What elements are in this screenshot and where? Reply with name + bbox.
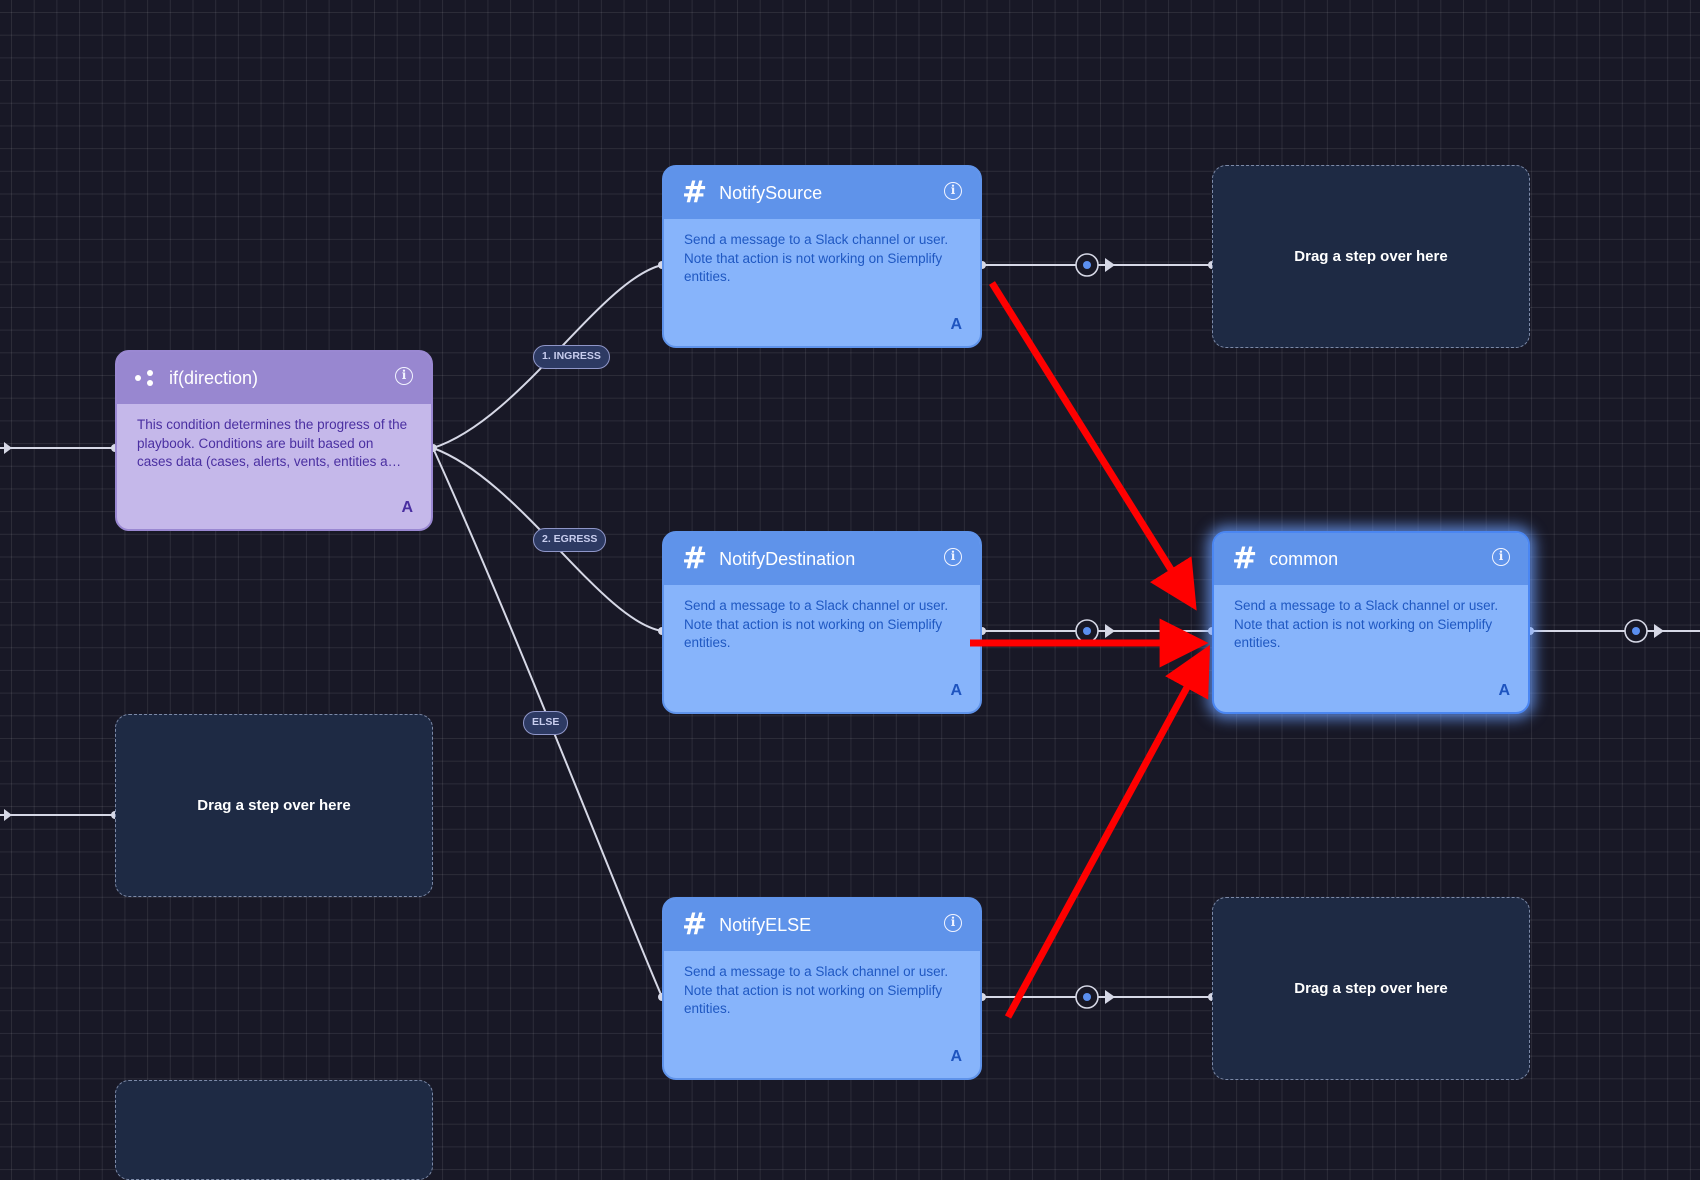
node-header: # NotifyDestination i	[664, 533, 980, 585]
info-icon[interactable]: i	[944, 914, 962, 932]
add-step-connector	[1075, 985, 1115, 1009]
drop-zone-placeholder[interactable]: Drag a step over here	[1212, 897, 1530, 1080]
node-title: if(direction)	[169, 367, 259, 388]
node-header: # common i	[1214, 533, 1528, 585]
node-description: Send a message to a Slack channel or use…	[684, 964, 949, 1016]
add-step-connector	[4, 442, 12, 821]
node-header: # NotifyELSE i	[664, 899, 980, 951]
branch-label-egress[interactable]: 2. EGRESS	[533, 528, 607, 552]
info-icon[interactable]: i	[944, 548, 962, 566]
action-node-notify-destination[interactable]: # NotifyDestination i Send a message to …	[662, 531, 982, 714]
drop-zone-placeholder[interactable]: Drag a step over here	[1212, 165, 1530, 348]
branch-label-else[interactable]: ELSE	[523, 711, 569, 735]
add-step-connector	[1624, 619, 1664, 643]
action-node-notify-else[interactable]: # NotifyELSE i Send a message to a Slack…	[662, 897, 982, 1080]
placeholder-label: Drag a step over here	[197, 797, 351, 814]
node-badge: A	[401, 499, 413, 516]
node-title: NotifyDestination	[719, 548, 856, 569]
node-description: Send a message to a Slack channel or use…	[1234, 598, 1499, 650]
placeholder-label: Drag a step over here	[1294, 248, 1448, 265]
add-step-connector	[1075, 253, 1115, 277]
node-description: Send a message to a Slack channel or use…	[684, 232, 949, 284]
hash-icon: #	[1232, 541, 1258, 576]
node-header: # NotifySource i	[664, 167, 980, 219]
node-header: if(direction) i	[117, 352, 431, 404]
action-node-common[interactable]: # common i Send a message to a Slack cha…	[1212, 531, 1530, 714]
node-badge: A	[950, 316, 962, 333]
node-badge: A	[1498, 682, 1510, 699]
drop-zone-placeholder-partial[interactable]	[115, 1080, 433, 1180]
drop-zone-placeholder[interactable]: Drag a step over here	[115, 714, 433, 897]
node-title: common	[1269, 548, 1339, 569]
hash-icon: #	[682, 541, 708, 576]
node-description: Send a message to a Slack channel or use…	[684, 598, 949, 650]
placeholder-label: Drag a step over here	[1294, 980, 1448, 997]
info-icon[interactable]: i	[395, 367, 413, 385]
node-title: NotifyELSE	[719, 914, 812, 935]
info-icon[interactable]: i	[1492, 548, 1510, 566]
node-badge: A	[950, 1048, 962, 1065]
branch-label-ingress[interactable]: 1. INGRESS	[533, 345, 610, 369]
condition-node-if-direction[interactable]: if(direction) i This condition determine…	[115, 350, 433, 531]
branch-icon	[135, 370, 157, 386]
action-node-notify-source[interactable]: # NotifySource i Send a message to a Sla…	[662, 165, 982, 348]
node-badge: A	[950, 682, 962, 699]
hash-icon: #	[682, 907, 708, 942]
info-icon[interactable]: i	[944, 182, 962, 200]
hash-icon: #	[682, 175, 708, 210]
branch-line-else	[432, 447, 663, 998]
add-step-connector	[1075, 619, 1115, 643]
node-title: NotifySource	[719, 182, 823, 203]
node-description: This condition determines the progress o…	[137, 417, 408, 469]
